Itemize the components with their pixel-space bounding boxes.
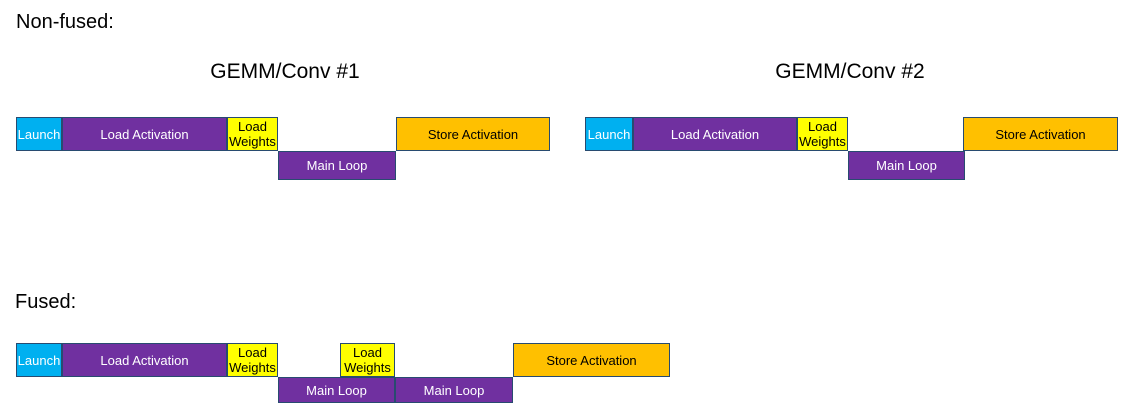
block-store-activation: Store Activation [963,117,1118,151]
block-main-loop: Main Loop [848,151,965,180]
block-main-loop: Main Loop [278,377,395,403]
fused-section-label: Fused: [15,291,77,313]
block-load-activation: Load Activation [62,343,227,377]
block-load-activation: Load Activation [62,117,227,151]
block-load-activation: Load Activation [633,117,797,151]
block-load-weights: Load Weights [340,343,395,377]
block-load-weights: Load Weights [797,117,848,151]
block-load-weights: Load Weights [227,117,278,151]
non-fused-section-label: Non-fused: [16,11,114,33]
block-launch: Launch [16,343,62,377]
block-main-loop: Main Loop [278,151,396,180]
block-store-activation: Store Activation [513,343,670,377]
group-title-gemm-conv-1: GEMM/Conv #1 [210,60,360,83]
block-main-loop: Main Loop [395,377,513,403]
block-load-weights: Load Weights [227,343,278,377]
block-launch: Launch [16,117,62,151]
block-launch: Launch [585,117,633,151]
block-store-activation: Store Activation [396,117,550,151]
group-title-gemm-conv-2: GEMM/Conv #2 [775,60,925,83]
